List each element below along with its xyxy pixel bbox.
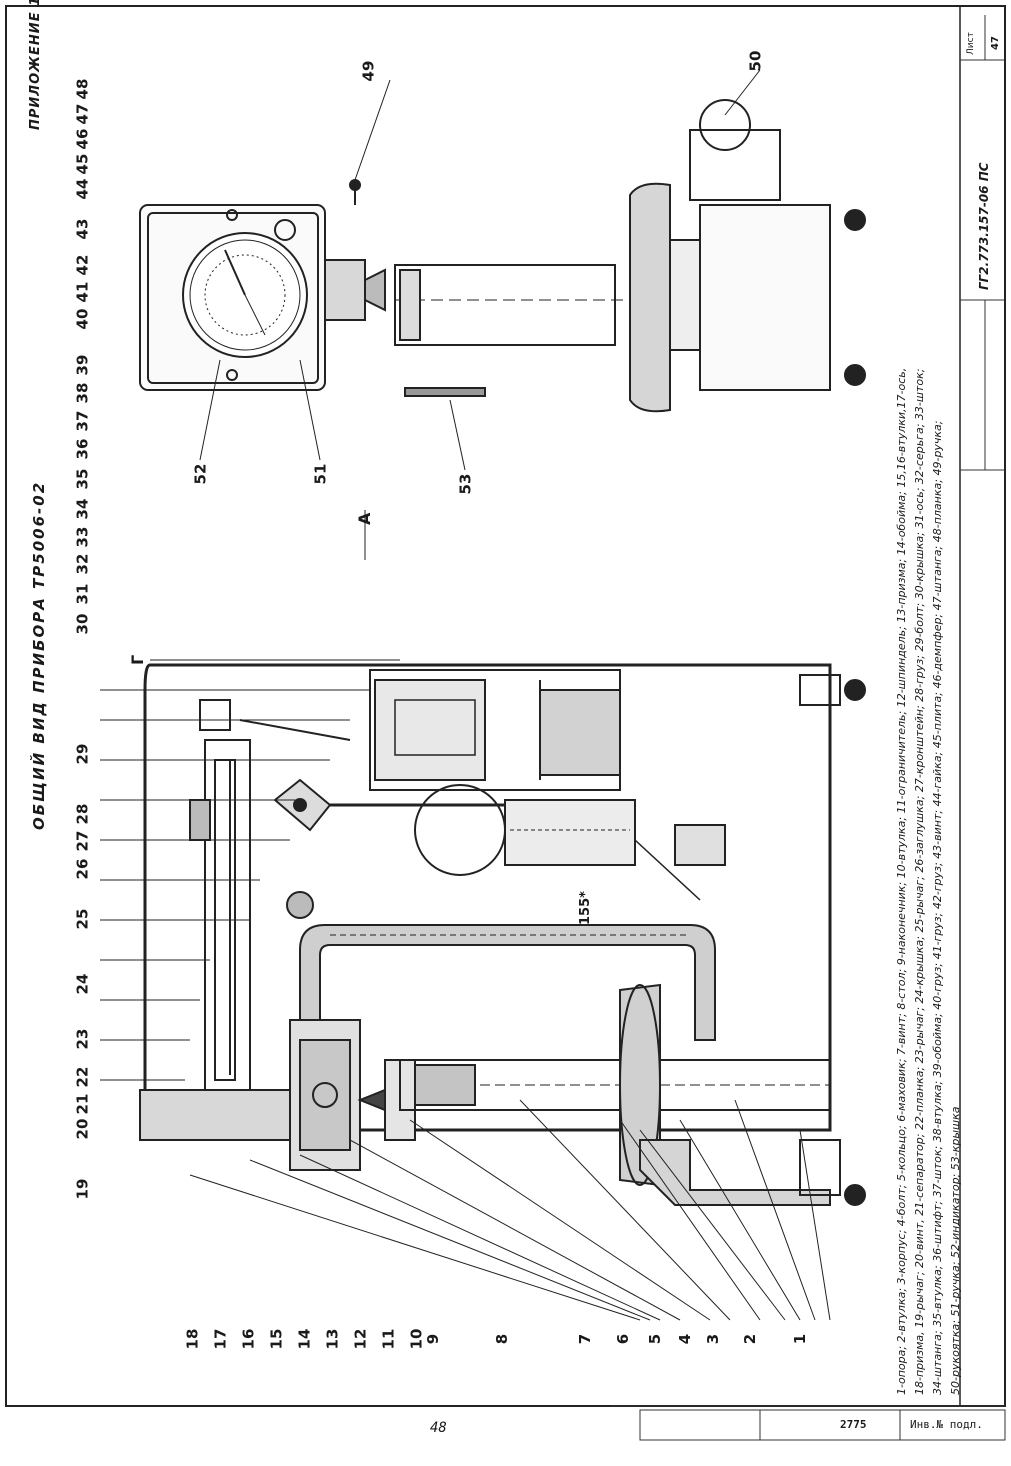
view-marker-a: А [355,512,374,525]
callout-4: 4 [676,1333,695,1345]
callout-29: 29 [73,743,92,765]
callout-37: 37 [73,410,92,432]
callout-47: 47 [73,103,92,125]
legend-line-1: 1-опора; 2-втулка; 3-корпус; 4-болт; 5-к… [895,367,908,1395]
dimension-width: 155* [578,891,593,925]
doc-number: ГГ2.773.157-06 ПС [977,162,991,290]
callout-leaders [100,659,831,1321]
callout-27: 27 [73,830,92,852]
dimension-stroke: Г [128,654,147,665]
callout-33: 33 [73,526,92,548]
callout-34: 34 [73,498,92,520]
legend-line-4: 50-рукоятка; 51-ручка; 52-индикатор; 53-… [949,1106,962,1396]
callout-18: 18 [183,1328,202,1350]
side-section-view [139,663,866,1206]
appendix-label: ПРИЛОЖЕНИЕ 1 [28,0,43,130]
callout-23: 23 [73,1028,92,1050]
callout-15: 15 [267,1328,286,1350]
callout-1: 1 [791,1333,810,1345]
callout-42: 42 [73,254,92,276]
callout-24: 24 [73,973,92,995]
callout-3: 3 [704,1333,723,1345]
callout-5: 5 [646,1333,665,1345]
front-view-leaders [199,69,761,560]
callout-53: 53 [456,473,475,495]
title-block-grid [960,15,1005,471]
callout-25: 25 [73,908,92,930]
drawing-title: ОБЩИЙ ВИД ПРИБОРА ТР5006-02 [30,480,48,830]
callout-12: 12 [351,1328,370,1350]
callout-32: 32 [73,553,92,575]
callout-51: 51 [311,463,330,485]
inventory-number: 2775 [840,1418,867,1431]
callout-43: 43 [73,218,92,240]
callout-39: 39 [73,354,92,376]
callout-48: 48 [73,78,92,100]
sheet-label: Лист [966,32,976,55]
callout-14: 14 [295,1328,314,1350]
callout-22: 22 [73,1066,92,1088]
bottom-stamp-box [639,1409,1006,1441]
sheet-number: 47 [990,36,1001,50]
callout-17: 17 [211,1328,230,1350]
callout-19: 19 [73,1178,92,1200]
callout-11: 11 [379,1328,398,1350]
callout-8: 8 [493,1333,512,1345]
callout-10: 10 [407,1328,426,1350]
callout-16: 16 [239,1328,258,1350]
callout-6: 6 [614,1333,633,1345]
callout-44: 44 [73,178,92,200]
callout-30: 30 [73,613,92,635]
page-number: 48 [430,1420,447,1436]
callout-46: 46 [73,128,92,150]
callout-20: 20 [73,1118,92,1140]
callout-49: 49 [359,60,378,82]
callout-13: 13 [323,1328,342,1350]
legend-line-2: 18-призма, 19-рычаг; 20-винт, 21-сепарат… [913,368,926,1395]
legend-line-3: 34-штанга; 35-втулка; 36-штифт; 37-шток;… [931,420,944,1395]
callout-21: 21 [73,1093,92,1115]
callout-41: 41 [73,281,92,303]
sheet-border [5,5,1006,1407]
callout-52: 52 [191,463,210,485]
callout-35: 35 [73,468,92,490]
callout-26: 26 [73,858,92,880]
callout-40: 40 [73,308,92,330]
callout-36: 36 [73,438,92,460]
front-view [139,99,866,413]
callout-9: 9 [424,1333,443,1345]
callout-31: 31 [73,583,92,605]
callout-38: 38 [73,382,92,404]
callout-7: 7 [576,1333,595,1345]
callout-28: 28 [73,803,92,825]
callout-45: 45 [73,153,92,175]
inventory-label: Инв.№ подл. [910,1418,983,1431]
callout-2: 2 [741,1333,760,1345]
callout-50: 50 [746,50,765,72]
